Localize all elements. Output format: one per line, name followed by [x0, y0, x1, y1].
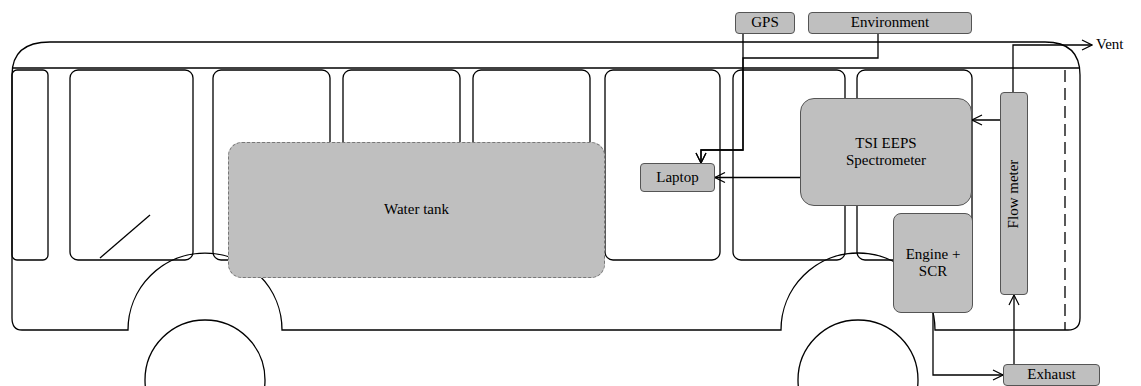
- connector-arrow: [701, 34, 743, 163]
- node-label: Exhaust: [1027, 366, 1075, 383]
- flow-meter-box: Flow meter: [1000, 92, 1028, 295]
- laptop-box: Laptop: [640, 163, 715, 192]
- bus-body: [12, 42, 1080, 330]
- gps-box: GPS: [735, 12, 795, 34]
- connector-arrow: [715, 177, 800, 178]
- exhaust-box: Exhaust: [1003, 364, 1100, 386]
- window: [605, 70, 720, 260]
- node-label: Environment: [851, 14, 929, 31]
- node-label: TSI EEPS Spectrometer: [846, 135, 926, 170]
- node-label: Water tank: [384, 201, 449, 218]
- node-label: Laptop: [656, 169, 699, 186]
- environment-box: Environment: [808, 12, 972, 34]
- wheel: [145, 320, 265, 386]
- node-label: GPS: [751, 14, 779, 31]
- spectrometer-box: TSI EEPS Spectrometer: [800, 98, 972, 206]
- connector-arrow: [933, 313, 1003, 375]
- node-label: Flow meter: [1005, 159, 1022, 228]
- window: [70, 70, 193, 260]
- water-tank: Water tank: [228, 142, 605, 278]
- vent-label: Vent: [1096, 36, 1124, 53]
- connector-arrow: [1013, 295, 1014, 364]
- door-line: [100, 215, 150, 258]
- window: [12, 70, 48, 260]
- wheel: [798, 320, 918, 386]
- roof-line: [12, 67, 1080, 68]
- engine-box: Engine + SCR: [893, 213, 973, 313]
- vent-line: [1013, 45, 1092, 92]
- node-label: Engine + SCR: [905, 246, 961, 281]
- rear-wall: [1064, 70, 1065, 330]
